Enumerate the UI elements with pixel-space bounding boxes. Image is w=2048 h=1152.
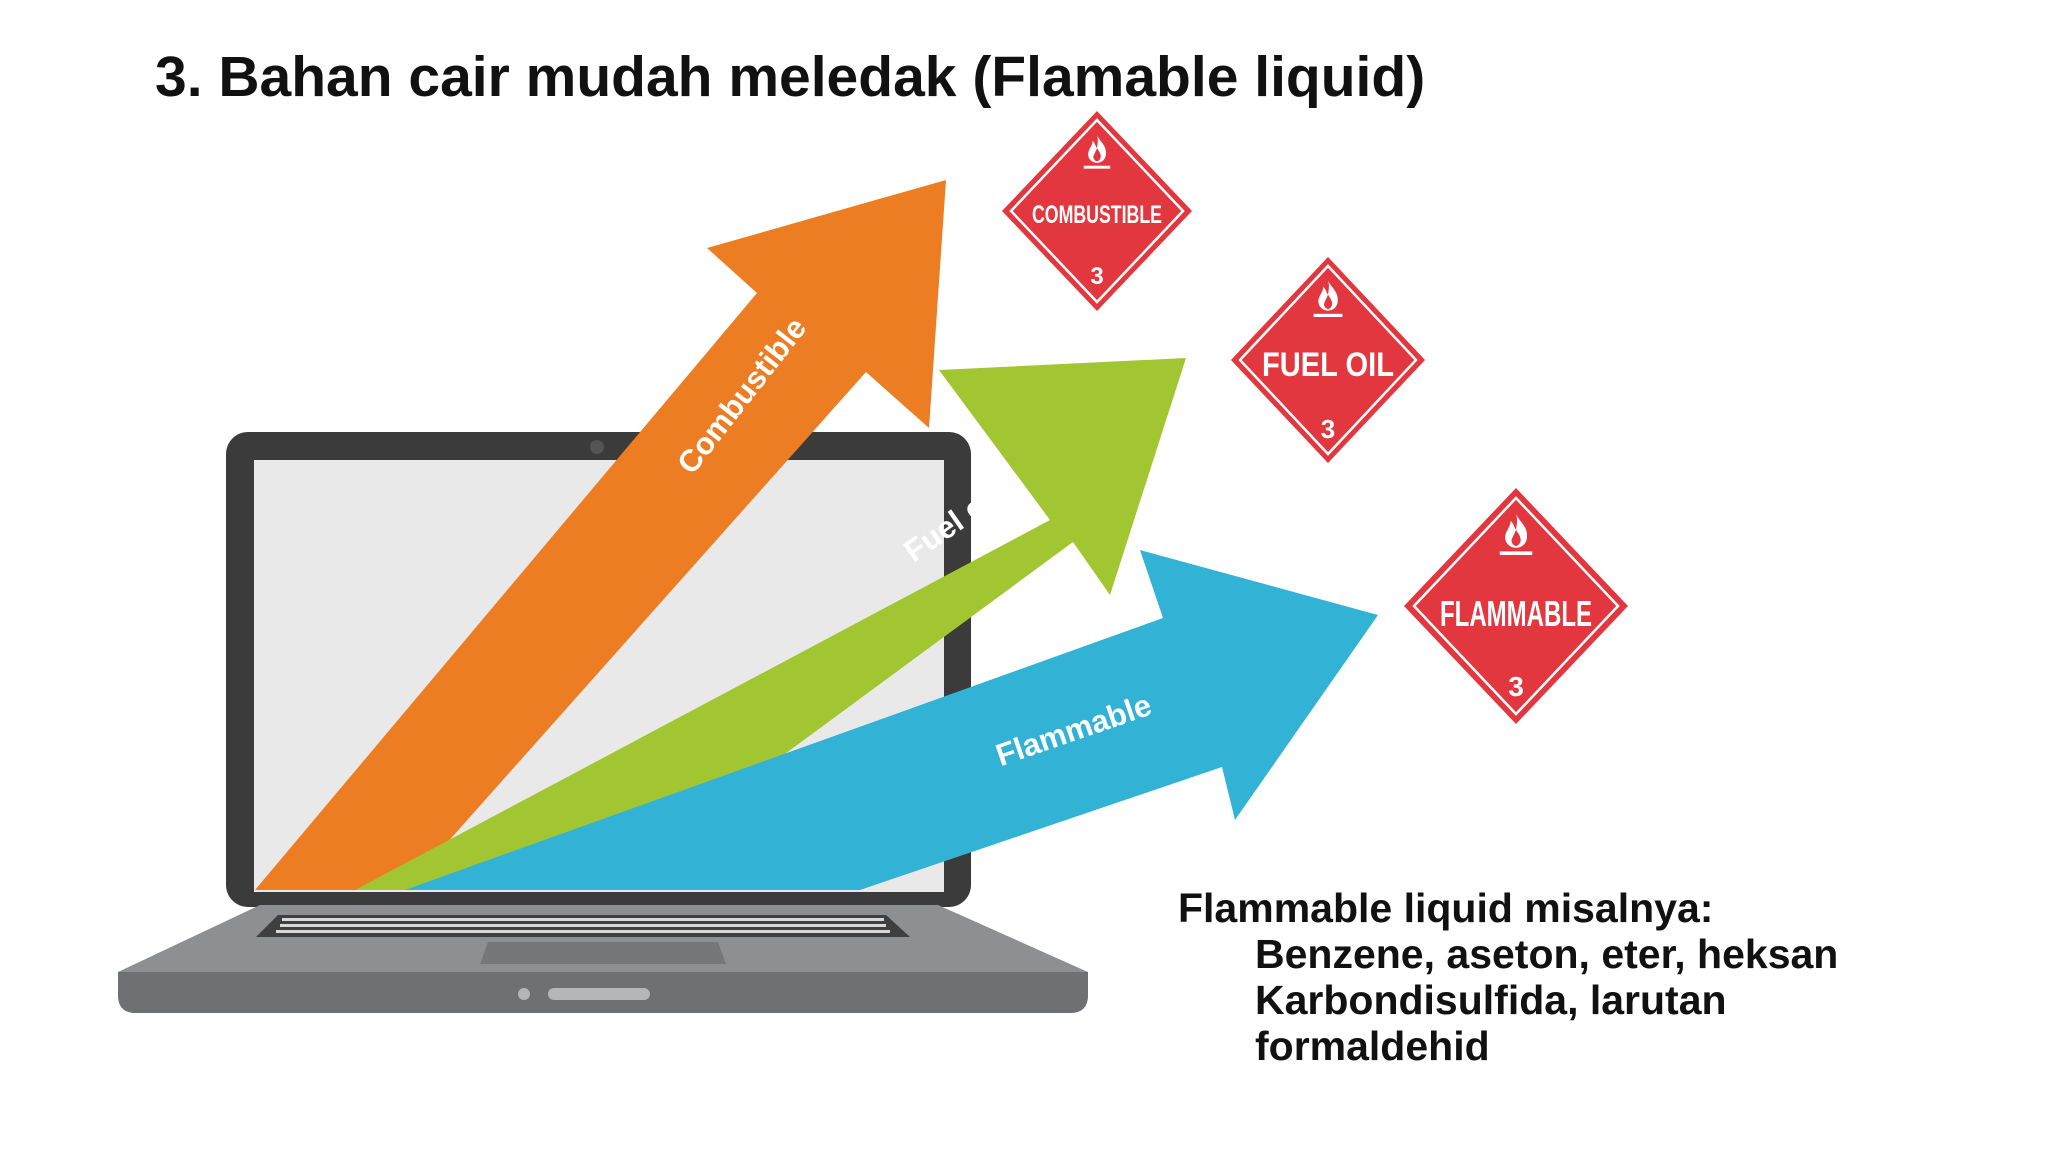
arrow-fuel-oil [355,358,1186,890]
arrow-flammable [405,550,1378,890]
placard-combustible: COMBUSTIBLE 3 [1002,111,1192,311]
placard-flammable: FLAMMABLE 3 [1404,488,1628,724]
placard-number-flammable: 3 [1508,671,1524,702]
examples-line-1: Benzene, aseton, eter, heksan [1255,931,1839,977]
examples-line-3: formaldehid [1255,1023,1490,1069]
slide-title: 3. Bahan cair mudah meledak (Flamable li… [155,45,1426,109]
placard-label-fuel-oil: FUEL OIL [1262,346,1394,384]
examples-line-2: Karbondisulfida, larutan [1255,977,1727,1023]
arrow-combustible [255,180,946,890]
placard-fuel-oil: FUEL OIL 3 [1231,257,1425,463]
placard-label-flammable: FLAMMABLE [1440,593,1592,634]
placard-label-combustible: COMBUSTIBLE [1032,201,1162,229]
placard-number-fuel-oil: 3 [1321,414,1335,444]
examples-lead: Flammable liquid misalnya: [1178,885,1714,931]
examples-text-block: Flammable liquid misalnya: Benzene, aset… [1178,885,1998,1069]
placard-number-combustible: 3 [1090,263,1103,290]
